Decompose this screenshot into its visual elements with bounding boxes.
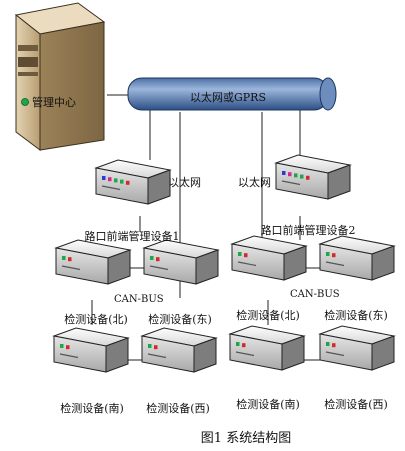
status-led-icon — [154, 345, 158, 350]
detector-box-west-2 — [318, 325, 396, 371]
management-center-server: 管理中心 — [14, 2, 106, 151]
status-led-icon — [326, 342, 330, 346]
status-led-icon — [332, 253, 336, 258]
backbone-network: 以太网或GPRS — [127, 77, 337, 111]
device-label-south-2: 检测设备(南) — [236, 397, 300, 411]
device-label-east-2: 检测设备(东) — [324, 308, 388, 322]
status-led-icon — [300, 174, 304, 179]
status-led-icon — [66, 345, 70, 350]
status-led-icon — [326, 252, 330, 256]
power-indicator-icon — [21, 98, 29, 106]
status-led-icon — [68, 257, 72, 262]
device-label-north-1: 检测设备(北) — [64, 312, 128, 326]
status-led-icon — [306, 175, 310, 180]
gateway-label-1: 路口前端管理设备1 — [85, 229, 180, 243]
detector-box-south-1 — [52, 327, 130, 373]
device-layer — [52, 154, 396, 373]
ethernet-link-label-right: 以太网 — [238, 176, 271, 189]
detector-box-north-1 — [54, 239, 132, 285]
can-bus-label-1: CAN-BUS — [114, 294, 164, 305]
status-led-icon — [148, 344, 152, 348]
gateway-box-2 — [274, 154, 352, 200]
detector-box-west-1 — [140, 327, 218, 373]
status-led-icon — [120, 179, 124, 184]
detector-box-south-2 — [228, 325, 306, 371]
can-bus-label-2: CAN-BUS — [290, 289, 340, 300]
status-led-icon — [108, 177, 112, 182]
detector-box-east-2 — [318, 235, 396, 281]
status-led-icon — [102, 176, 106, 180]
status-led-icon — [332, 343, 336, 348]
device-label-west-2: 检测设备(西) — [324, 397, 388, 411]
gateway-label-2: 路口前端管理设备2 — [261, 223, 356, 237]
status-led-icon — [242, 343, 246, 348]
device-label-west-1: 检测设备(西) — [146, 401, 210, 415]
ethernet-link-label-left: 以太网 — [168, 176, 201, 189]
device-label-south-1: 检测设备(南) — [60, 401, 124, 415]
figure-caption: 图1 系统结构图 — [201, 431, 291, 446]
status-led-icon — [244, 253, 248, 258]
status-led-icon — [126, 180, 130, 185]
device-label-east-1: 检测设备(东) — [148, 312, 212, 326]
status-led-icon — [282, 171, 286, 175]
status-led-icon — [156, 257, 160, 262]
backbone-label: 以太网或GPRS — [190, 91, 266, 104]
detector-box-east-1 — [142, 239, 220, 285]
status-led-icon — [288, 172, 292, 177]
detector-box-north-2 — [230, 235, 308, 281]
gateway-box-1 — [94, 159, 172, 205]
status-led-icon — [62, 256, 66, 260]
status-led-icon — [114, 178, 118, 183]
status-led-icon — [294, 173, 298, 178]
status-led-icon — [60, 344, 64, 348]
status-led-icon — [150, 256, 154, 260]
status-led-icon — [236, 342, 240, 346]
device-label-north-2: 检测设备(北) — [236, 308, 300, 322]
server-label: 管理中心 — [32, 95, 76, 109]
status-led-icon — [238, 252, 242, 256]
